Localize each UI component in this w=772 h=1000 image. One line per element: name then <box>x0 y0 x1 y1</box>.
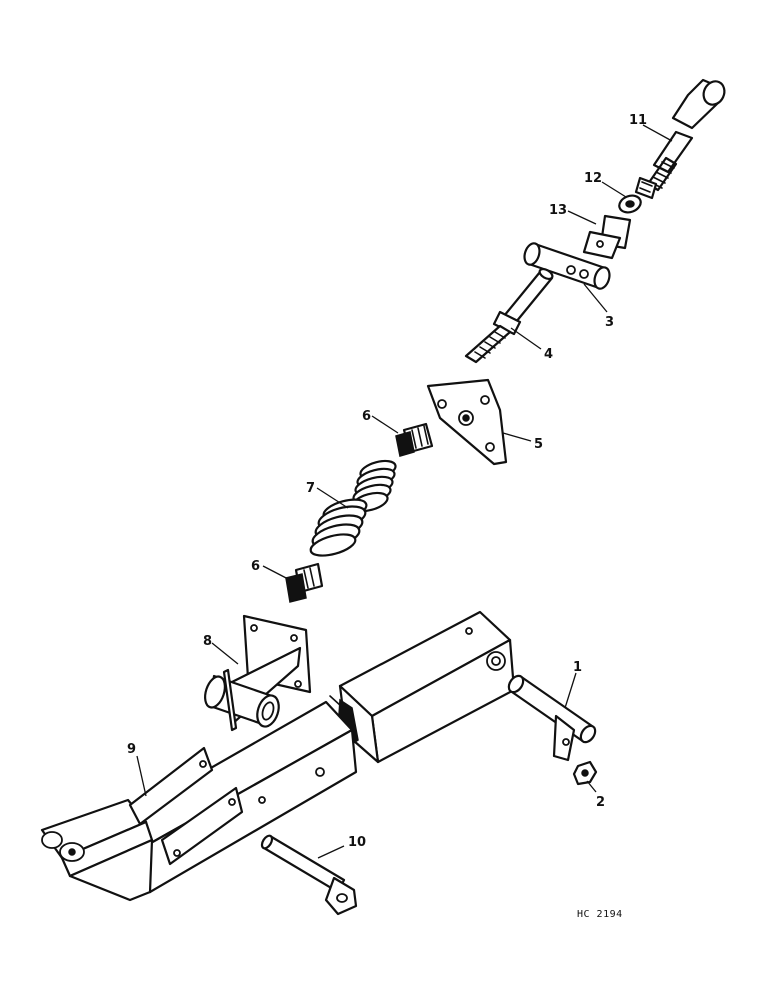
part-4-threaded-rod <box>464 267 554 364</box>
leader-9 <box>136 755 147 797</box>
part-12-washer <box>618 194 642 214</box>
callout-4: 4 <box>544 347 553 362</box>
part-9-gusset-plate <box>128 746 244 866</box>
part-2-nut <box>572 760 598 786</box>
callout-8: 8 <box>203 634 212 649</box>
leader-6b <box>262 565 291 581</box>
leader-8 <box>211 642 239 665</box>
part-8-pivot-bracket <box>204 614 312 732</box>
part-10-long-bolt <box>260 834 358 916</box>
part-13-bracket <box>582 214 632 260</box>
callout-9: 9 <box>127 742 136 757</box>
callout-2: 2 <box>596 795 605 810</box>
leader-3 <box>583 283 608 313</box>
callout-labels: 11 12 13 3 4 5 6 7 6 8 1 2 9 10 <box>127 113 647 850</box>
part-1-pin <box>507 674 597 762</box>
leader-7 <box>316 487 349 509</box>
leader-4 <box>510 327 542 350</box>
leader-lines <box>136 124 673 859</box>
drawing-code: HC 2194 <box>577 909 623 920</box>
part-6-upper-spring-cap <box>395 422 434 457</box>
callout-10: 10 <box>348 835 366 850</box>
part-6-lower-spring-cap <box>285 562 324 603</box>
callout-6-upper: 6 <box>362 409 371 424</box>
leader-1 <box>564 672 577 709</box>
leader-11 <box>642 124 673 142</box>
leader-6a <box>371 415 399 434</box>
part-11-bolt <box>646 78 726 192</box>
part-11-thread <box>646 156 678 192</box>
leader-2 <box>586 780 597 793</box>
leader-12 <box>601 181 627 198</box>
callout-5: 5 <box>534 437 543 452</box>
callout-12: 12 <box>584 171 602 186</box>
leader-10 <box>317 845 345 859</box>
part-7-spring-upper <box>351 459 397 513</box>
callout-1: 1 <box>573 660 582 675</box>
part-7-spring-lower <box>309 498 368 557</box>
part-5-plate <box>426 378 508 466</box>
callout-11: 11 <box>629 113 647 128</box>
callout-6-lower: 6 <box>251 559 260 574</box>
callout-7: 7 <box>306 481 315 496</box>
part-12-nut <box>634 176 658 200</box>
callout-3: 3 <box>605 315 614 330</box>
part-3-cross-pin <box>523 242 611 290</box>
leader-5 <box>502 432 532 442</box>
callout-13: 13 <box>549 203 567 218</box>
leader-13 <box>567 210 597 225</box>
